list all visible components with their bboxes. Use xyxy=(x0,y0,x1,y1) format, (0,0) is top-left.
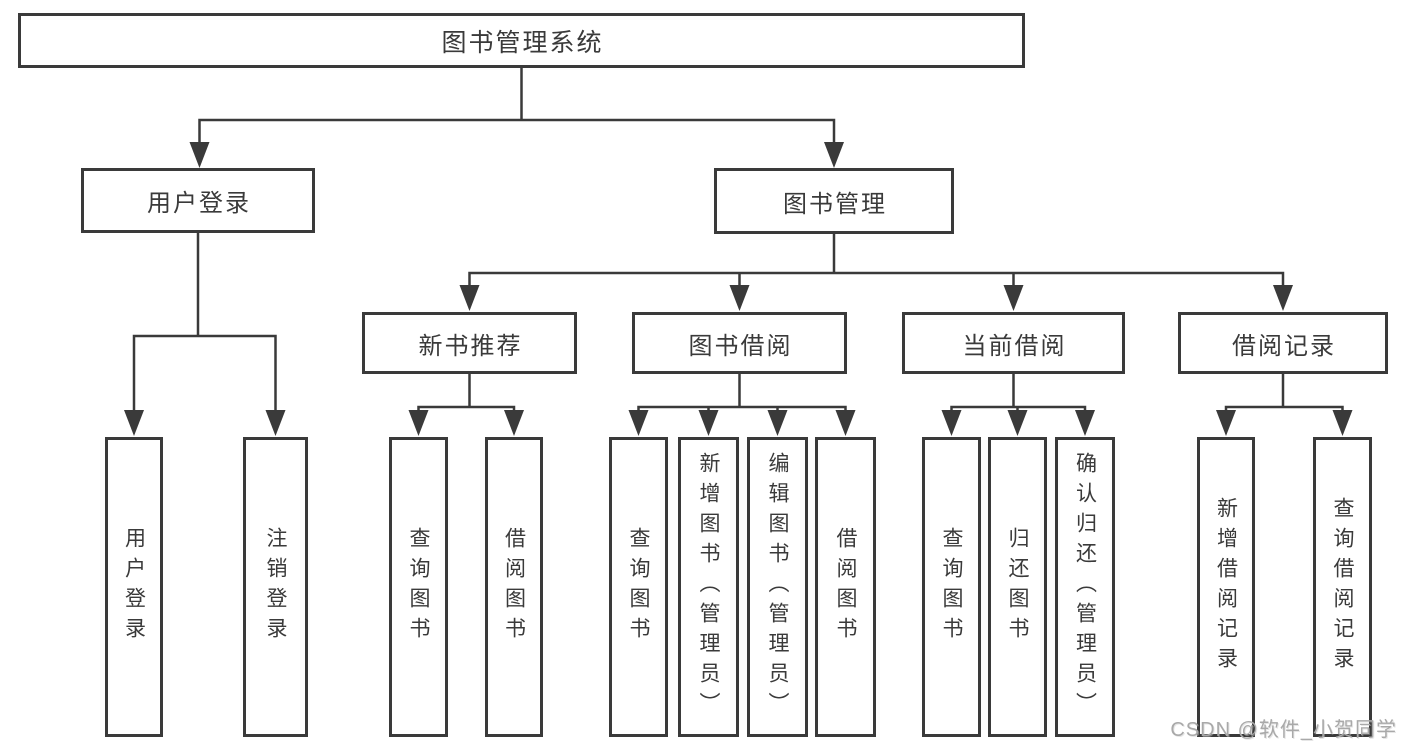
leaf-borrow-book-2: 借阅图书 xyxy=(815,437,876,737)
leaf-query-book-2-label: 查询图书 xyxy=(627,527,650,647)
leaf-confirm-return-admin-label: 确认归还（管理员） xyxy=(1073,452,1097,722)
leaf-query-borrow-record-label: 查询借阅记录 xyxy=(1331,497,1354,677)
leaf-confirm-return-admin: 确认归还（管理员） xyxy=(1055,437,1115,737)
node-root-label: 图书管理系统 xyxy=(441,28,604,57)
leaf-borrow-book-1: 借阅图书 xyxy=(485,437,543,737)
leaf-return-book-label: 归还图书 xyxy=(1006,527,1029,647)
node-book-management-label: 图书管理 xyxy=(783,190,887,218)
node-current-borrow-label: 当前借阅 xyxy=(962,332,1067,360)
leaf-user-login-label: 用户登录 xyxy=(122,527,146,647)
leaf-user-login: 用户登录 xyxy=(105,437,163,737)
node-new-book-recommend: 新书推荐 xyxy=(362,312,577,374)
node-user-login: 用户登录 xyxy=(81,168,315,233)
leaf-query-book-2: 查询图书 xyxy=(609,437,668,737)
leaf-borrow-book-1-label: 借阅图书 xyxy=(502,527,526,647)
node-borrow-record-label: 借阅记录 xyxy=(1232,332,1336,360)
leaf-query-book-3: 查询图书 xyxy=(922,437,981,737)
node-user-login-label: 用户登录 xyxy=(147,190,251,217)
node-current-borrow: 当前借阅 xyxy=(902,312,1125,374)
node-borrow-record: 借阅记录 xyxy=(1178,312,1388,374)
leaf-query-book-3-label: 查询图书 xyxy=(940,527,963,647)
node-book-borrow: 图书借阅 xyxy=(632,312,847,374)
leaf-query-borrow-record: 查询借阅记录 xyxy=(1313,437,1372,737)
leaf-logout: 注销登录 xyxy=(243,437,308,737)
leaf-add-borrow-record: 新增借阅记录 xyxy=(1197,437,1255,737)
node-book-management: 图书管理 xyxy=(714,168,954,234)
leaf-add-book-admin-label: 新增图书（管理员） xyxy=(697,452,720,722)
leaf-logout-label: 注销登录 xyxy=(264,527,287,647)
node-new-book-recommend-label: 新书推荐 xyxy=(418,332,523,360)
leaf-edit-book-admin-label: 编辑图书（管理员） xyxy=(766,452,789,722)
leaf-add-borrow-record-label: 新增借阅记录 xyxy=(1214,497,1238,677)
node-root-system: 图书管理系统 xyxy=(18,13,1025,68)
leaf-add-book-admin: 新增图书（管理员） xyxy=(678,437,739,737)
leaf-edit-book-admin: 编辑图书（管理员） xyxy=(747,437,808,737)
leaf-query-book-1-label: 查询图书 xyxy=(407,527,430,647)
leaf-borrow-book-2-label: 借阅图书 xyxy=(834,527,857,647)
node-book-borrow-label: 图书借阅 xyxy=(688,332,793,360)
arrowheads xyxy=(124,142,1353,436)
leaf-return-book: 归还图书 xyxy=(988,437,1047,737)
leaf-query-book-1: 查询图书 xyxy=(389,437,448,737)
csdn-watermark: CSDN @软件_小贺同学 xyxy=(1170,719,1397,741)
